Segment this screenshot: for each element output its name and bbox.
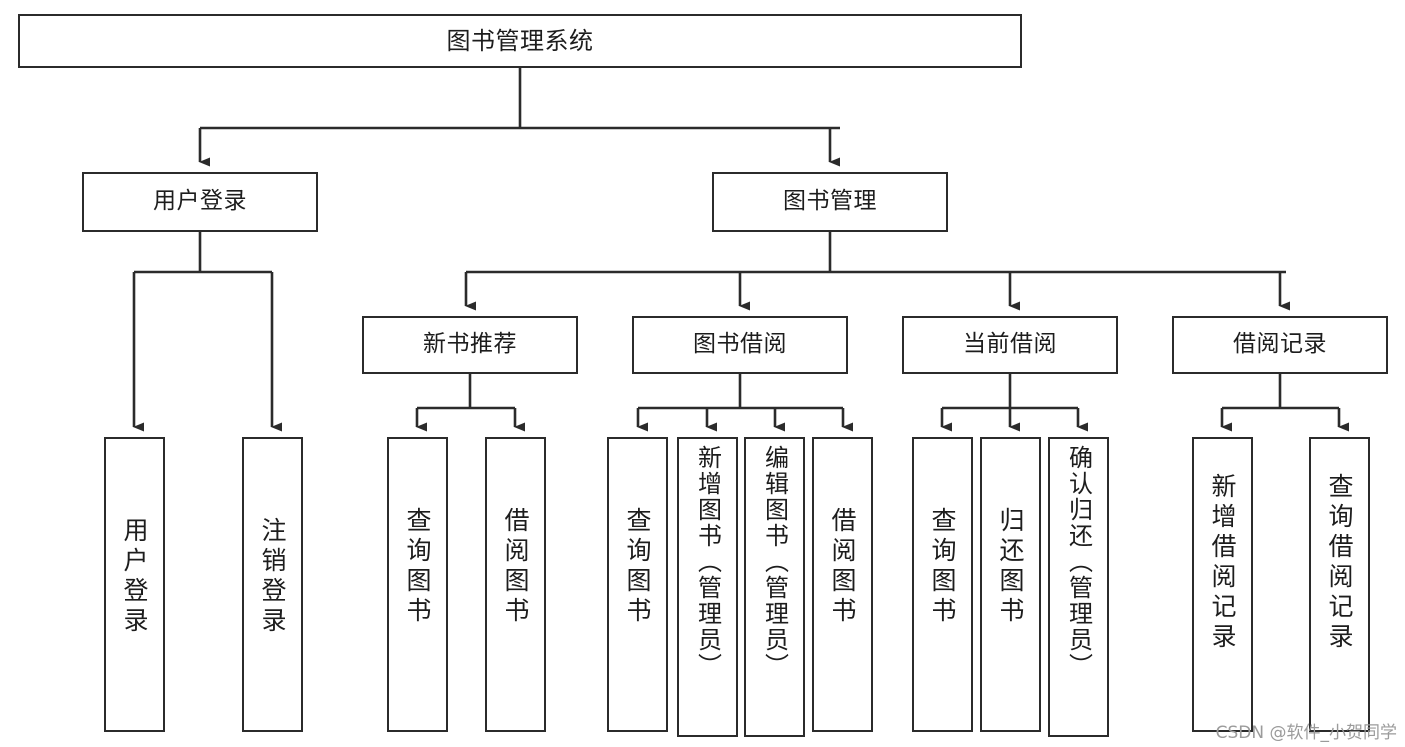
node-leaf-return-book[interactable]: 归还图书 [980, 437, 1041, 732]
node-label: 查询图书 [623, 507, 652, 627]
node-label: 查询借阅记录 [1325, 473, 1354, 653]
node-leaf-add-book-admin[interactable]: 新增图书（管理员） [677, 437, 738, 737]
node-leaf-add-borrow-record[interactable]: 新增借阅记录 [1192, 437, 1253, 732]
node-label: 图书借阅 [693, 331, 787, 358]
node-label: 借阅记录 [1233, 331, 1327, 358]
node-label: 图书管理系统 [446, 26, 594, 55]
node-label: 借阅图书 [828, 507, 857, 627]
node-label: 用户登录 [120, 517, 149, 637]
node-label: 归还图书 [996, 507, 1025, 627]
node-leaf-logout[interactable]: 注销登录 [242, 437, 303, 732]
node-book-management[interactable]: 图书管理 [712, 172, 948, 232]
node-label: 查询图书 [403, 507, 432, 627]
node-leaf-confirm-return-admin[interactable]: 确认归还（管理员） [1048, 437, 1109, 737]
node-label: 用户登录 [153, 188, 247, 215]
node-label: 新增借阅记录 [1208, 473, 1237, 653]
node-label: 借阅图书 [501, 507, 530, 627]
node-leaf-query-borrow-record[interactable]: 查询借阅记录 [1309, 437, 1370, 732]
node-leaf-borrow-book-borrowing[interactable]: 借阅图书 [812, 437, 873, 732]
node-label: 查询图书 [928, 507, 957, 627]
node-label: 当前借阅 [963, 331, 1057, 358]
node-new-book-recommendation[interactable]: 新书推荐 [362, 316, 578, 374]
node-label: 图书管理 [783, 188, 877, 215]
node-leaf-query-book-current[interactable]: 查询图书 [912, 437, 973, 732]
node-label: 编辑图书（管理员） [760, 445, 789, 679]
node-current-borrowing[interactable]: 当前借阅 [902, 316, 1118, 374]
node-label: 新书推荐 [423, 331, 517, 358]
node-borrowing-record[interactable]: 借阅记录 [1172, 316, 1388, 374]
node-book-management-system[interactable]: 图书管理系统 [18, 14, 1022, 68]
node-leaf-query-book-borrowing[interactable]: 查询图书 [607, 437, 668, 732]
node-book-borrowing[interactable]: 图书借阅 [632, 316, 848, 374]
node-leaf-user-login[interactable]: 用户登录 [104, 437, 165, 732]
node-leaf-edit-book-admin[interactable]: 编辑图书（管理员） [744, 437, 805, 737]
node-label: 确认归还（管理员） [1064, 445, 1093, 679]
node-leaf-borrow-book-recommendation[interactable]: 借阅图书 [485, 437, 546, 732]
node-user-login[interactable]: 用户登录 [82, 172, 318, 232]
node-label: 新增图书（管理员） [693, 445, 722, 679]
node-leaf-query-book-recommendation[interactable]: 查询图书 [387, 437, 448, 732]
csdn-watermark: CSDN @软件_小贺同学 [1215, 723, 1397, 743]
node-label: 注销登录 [258, 517, 287, 637]
